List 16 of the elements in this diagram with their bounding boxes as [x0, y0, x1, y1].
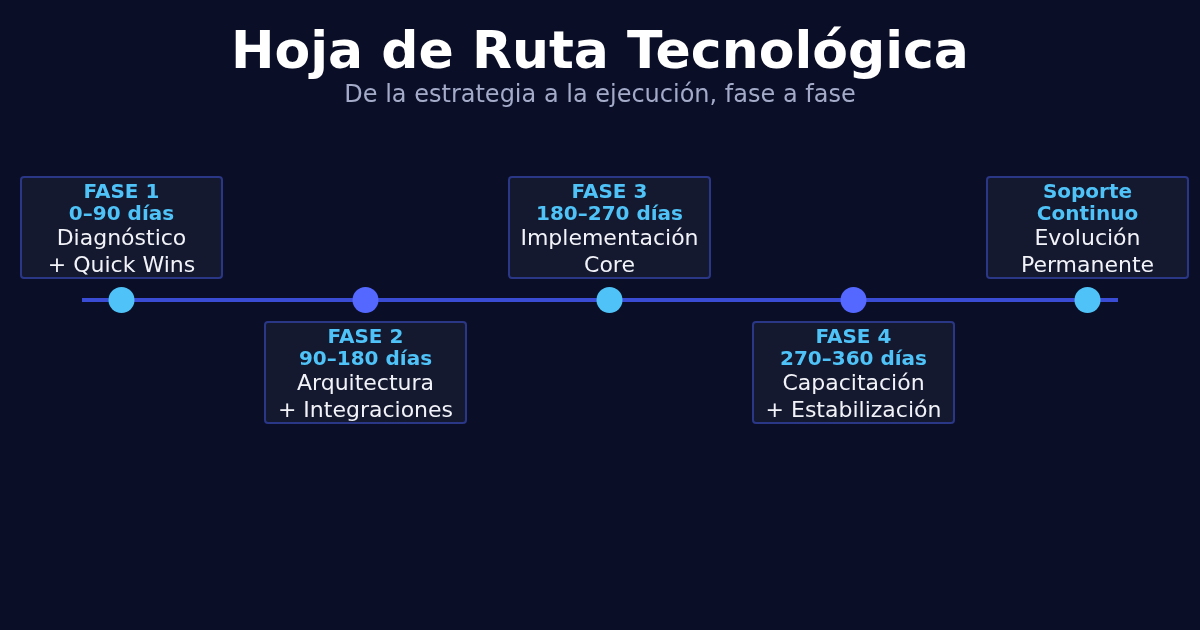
phase-description: Capacitación + Estabilización — [764, 369, 943, 423]
subtitle: De la estrategia a la ejecución, fase a fase — [343, 80, 856, 108]
phase-title: FASE 3 180–270 días — [534, 180, 684, 224]
phase-card — [264, 321, 467, 424]
phase-title: FASE 2 90–180 días — [297, 325, 434, 369]
phase-description: Implementación Core — [519, 224, 700, 278]
phase-card — [508, 176, 711, 279]
phase-card — [752, 321, 955, 424]
phase-title: FASE 4 270–360 días — [778, 325, 928, 369]
phase-description: Evolución Permanente — [1019, 224, 1156, 278]
phase-title: Soporte Continuo — [1035, 180, 1140, 224]
phase-title: FASE 1 0–90 días — [67, 180, 176, 224]
phase-card — [986, 176, 1189, 279]
phase-card — [20, 176, 223, 279]
phase-description: Arquitectura + Integraciones — [276, 369, 455, 423]
phase-description: Diagnóstico + Quick Wins — [46, 224, 197, 278]
